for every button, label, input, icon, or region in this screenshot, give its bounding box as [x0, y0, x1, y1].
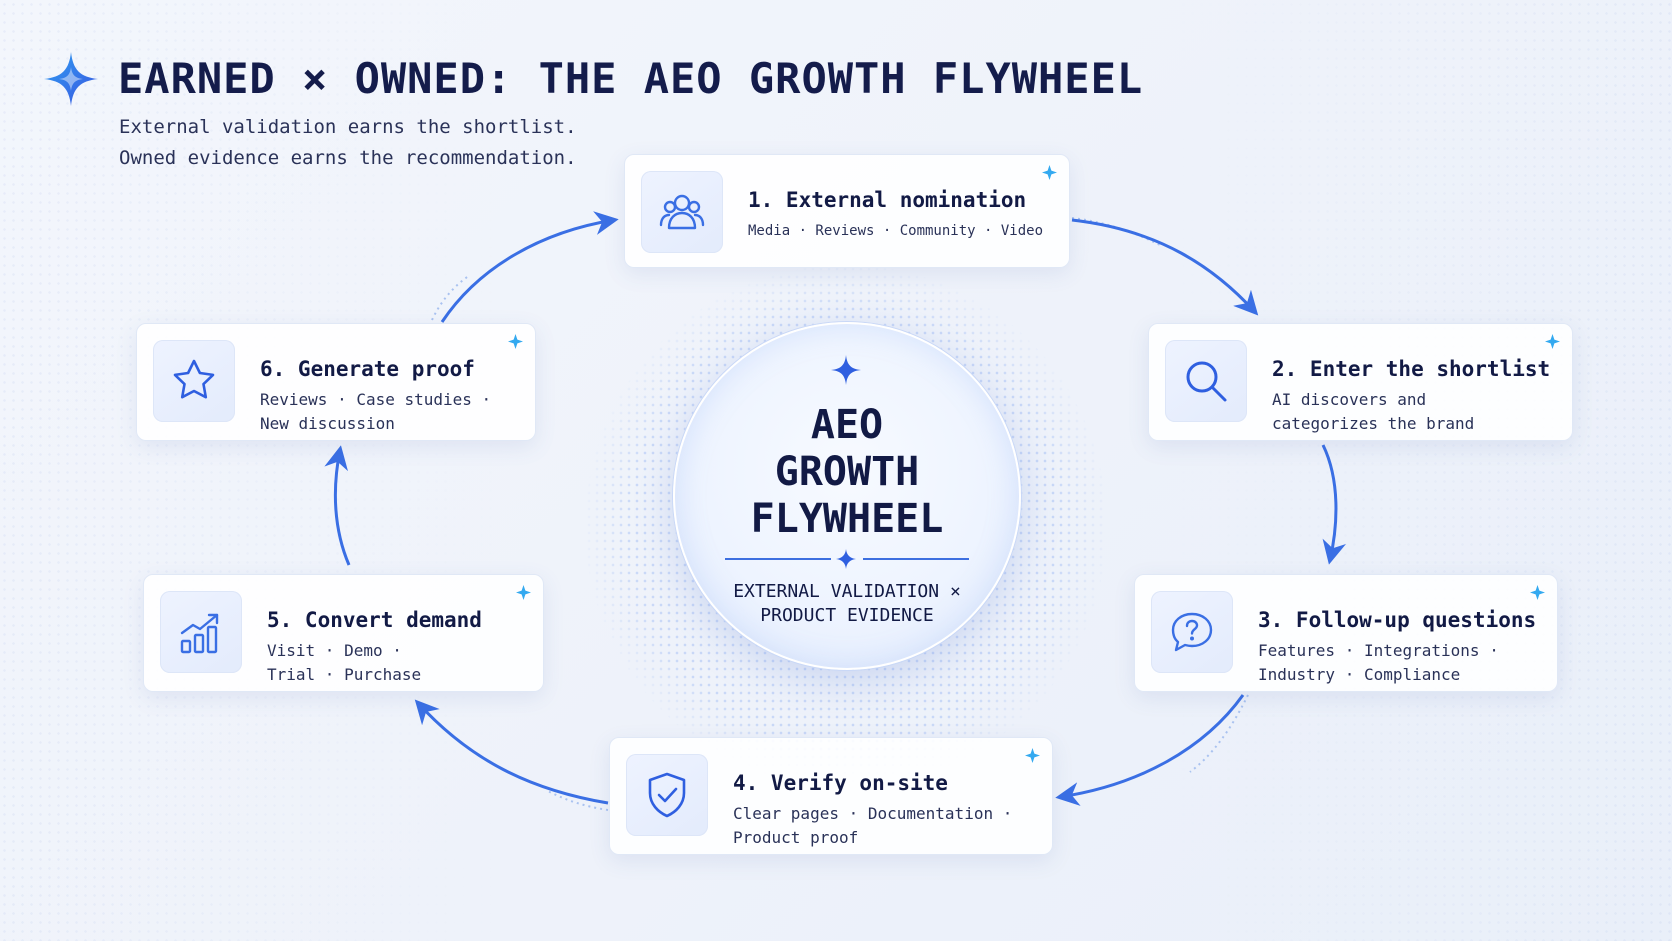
- step-description: AI discovers and categorizes the brand: [1272, 388, 1474, 436]
- sparkle-icon: [1025, 748, 1040, 763]
- sparkle-icon: [1545, 334, 1560, 349]
- shield-check-icon: [648, 772, 686, 818]
- hub-title-line-3: FLYWHEEL: [750, 496, 944, 542]
- sparkle-icon: [1530, 585, 1545, 600]
- arrow-6-to-1: [440, 211, 619, 323]
- hub-title-line-2: GROWTH: [774, 449, 920, 495]
- step-title: 1. External nomination: [748, 188, 1027, 212]
- arrow-trail-3-4: [1189, 694, 1249, 773]
- step-title: 6. Generate proof: [260, 357, 475, 381]
- arrow-trail-1-2: [1071, 217, 1161, 246]
- step-card-verify-on-site: 4. Verify on-site Clear pages · Document…: [609, 737, 1053, 855]
- sparkle-logo-icon: [44, 52, 98, 106]
- step-title: 4. Verify on-site: [733, 771, 948, 795]
- subtitle-line-1: External validation earns the shortlist.: [119, 116, 577, 138]
- step-title: 5. Convert demand: [267, 608, 482, 632]
- step-card-follow-up-questions: 3. Follow-up questions Features · Integr…: [1134, 574, 1558, 692]
- step-icon-box: [1165, 340, 1247, 422]
- arrow-trail-6-1: [431, 274, 471, 321]
- step-description-line: Media · Reviews · Community · Video: [748, 223, 1044, 239]
- users-icon: [659, 194, 705, 230]
- hub-divider-left: [725, 558, 831, 560]
- arrow-1-to-2: [1071, 218, 1259, 316]
- growth-chart-icon: [180, 613, 219, 654]
- step-icon-box: [160, 591, 242, 673]
- step-description: Visit · Demo · Trial · Purchase: [267, 639, 421, 687]
- hub-subtitle-line-2: PRODUCT EVIDENCE: [760, 605, 934, 626]
- step-card-external-nomination: 1. External nomination Media · Reviews ·…: [624, 154, 1070, 268]
- step-icon-box: [626, 754, 708, 836]
- step-card-convert-demand: 5. Convert demand Visit · Demo · Trial ·…: [143, 574, 544, 692]
- arrow-trail-4-5: [545, 789, 609, 811]
- step-description-line: New discussion: [260, 414, 395, 433]
- step-description: Reviews · Case studies · New discussion: [260, 388, 491, 436]
- arrow-4-to-5: [414, 699, 609, 805]
- arrow-2-to-3: [1321, 444, 1346, 565]
- hub-divider-right: [863, 558, 969, 560]
- hub-subtitle-line-1: EXTERNAL VALIDATION ×: [733, 581, 961, 602]
- step-description-line: Product proof: [733, 828, 859, 847]
- hub-sparkle-icon: [831, 355, 861, 385]
- arrow-3-to-4: [1055, 694, 1245, 807]
- subtitle-line-2: Owned evidence earns the recommendation.: [119, 147, 577, 169]
- step-description-line: categorizes the brand: [1272, 414, 1475, 433]
- sparkle-icon: [516, 585, 531, 600]
- step-description: Media · Reviews · Community · Video: [748, 219, 1043, 243]
- page-subtitle: External validation earns the shortlist.…: [119, 112, 577, 174]
- star-icon: [173, 359, 215, 399]
- sparkle-icon: [1042, 165, 1057, 180]
- question-bubble-icon: [1171, 612, 1213, 652]
- step-card-enter-shortlist: 2. Enter the shortlist AI discovers and …: [1148, 323, 1573, 441]
- arrow-5-to-6: [324, 445, 351, 566]
- step-description-line: AI discovers and: [1272, 390, 1427, 409]
- sparkle-icon: [508, 334, 523, 349]
- hub-divider-sparkle-icon: [836, 549, 856, 569]
- step-description-line: Features · Integrations ·: [1258, 641, 1499, 660]
- step-card-generate-proof: 6. Generate proof Reviews · Case studies…: [136, 323, 536, 441]
- hub-title-line-1: AEO: [810, 402, 884, 448]
- hub-title: AEO GROWTH FLYWHEEL: [675, 402, 1019, 543]
- step-icon-box: [153, 340, 235, 422]
- hub-subtitle: EXTERNAL VALIDATION × PRODUCT EVIDENCE: [675, 580, 1019, 628]
- step-description-line: Industry · Compliance: [1258, 665, 1461, 684]
- search-icon: [1186, 361, 1227, 402]
- step-description: Features · Integrations · Industry · Com…: [1258, 639, 1499, 687]
- step-description: Clear pages · Documentation · Product pr…: [733, 802, 1012, 850]
- step-icon-box: [641, 171, 723, 253]
- step-description-line: Visit · Demo ·: [267, 641, 402, 660]
- flywheel-hub: AEO GROWTH FLYWHEEL EXTERNAL VALIDATION …: [673, 322, 1021, 670]
- step-icon-box: [1151, 591, 1233, 673]
- step-description-line: Clear pages · Documentation ·: [733, 804, 1013, 823]
- step-description-line: Reviews · Case studies ·: [260, 390, 492, 409]
- page-title: EARNED × OWNED: THE AEO GROWTH FLYWHEEL: [118, 54, 1144, 103]
- step-description-line: Trial · Purchase: [267, 665, 422, 684]
- step-title: 3. Follow-up questions: [1258, 608, 1537, 632]
- step-title: 2. Enter the shortlist: [1272, 357, 1551, 381]
